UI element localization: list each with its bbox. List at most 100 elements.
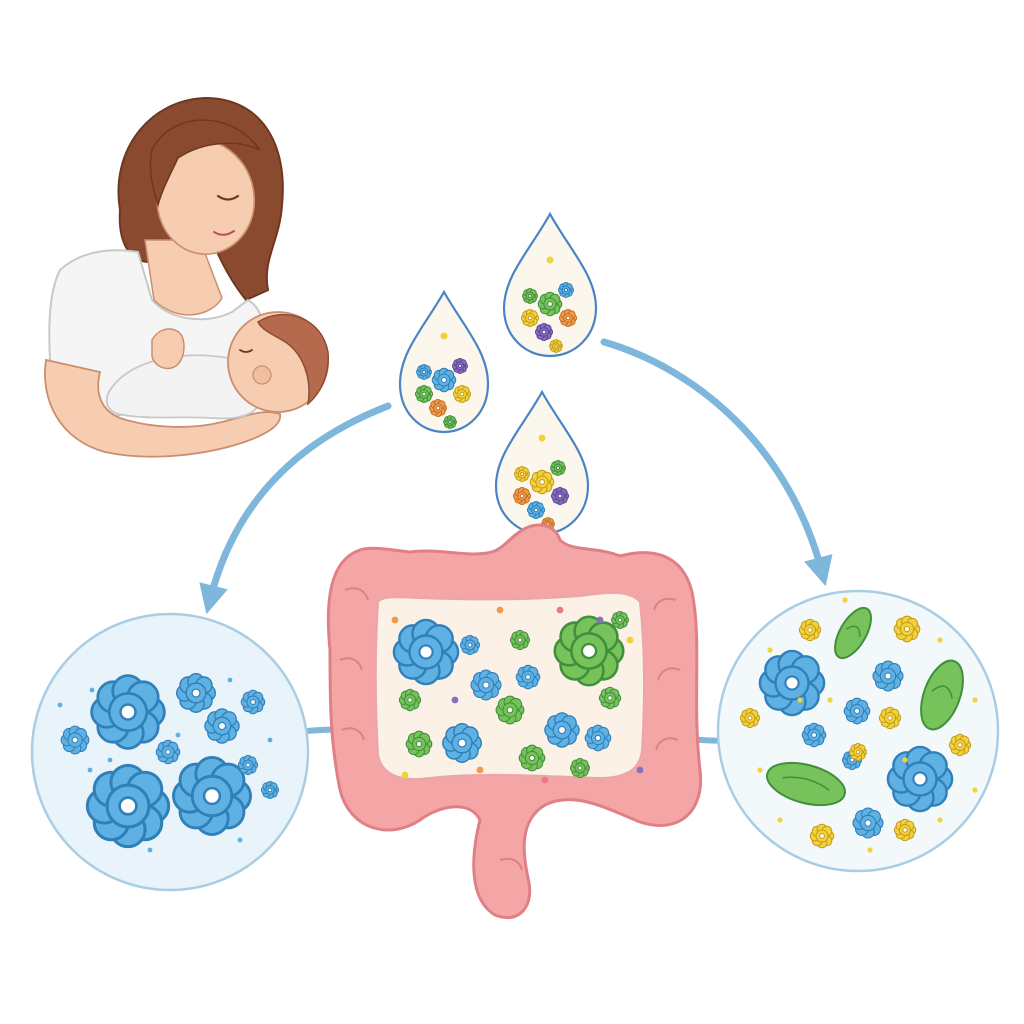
blue-microbe-icon (852, 807, 884, 839)
yellow-microbe-icon (798, 618, 822, 642)
blue-microbe-icon (758, 649, 826, 717)
particle-dot (626, 636, 634, 644)
blue-microbe-icon (240, 689, 266, 715)
blue-microbe-icon (176, 673, 216, 713)
particle-dot (57, 702, 63, 708)
green-bacterium-icon (920, 659, 964, 731)
particle-dot (972, 697, 978, 703)
milk-microbe-icon (414, 384, 434, 404)
milk-drop-icon (398, 289, 490, 434)
intestine-icon (326, 523, 703, 919)
milk-microbe-icon (428, 398, 448, 418)
particle-dot (401, 771, 409, 779)
blue-microbe-icon (470, 669, 502, 701)
particle-dot (777, 817, 783, 823)
green-microbe-icon (509, 629, 531, 651)
milk-microbe-icon (534, 322, 554, 342)
yellow-microbe-icon (809, 823, 835, 849)
particle-dot (827, 697, 833, 703)
mother-smile (213, 230, 235, 236)
blue-microbe-icon (172, 756, 252, 836)
milk-microbe-icon (452, 384, 472, 404)
particle-dot (556, 606, 564, 614)
mother-eye (216, 194, 240, 201)
milk-microbe-icon (522, 288, 538, 304)
mother-hair-front (149, 119, 261, 208)
milk-drops (398, 211, 598, 536)
particle-dot (147, 847, 153, 853)
green-microbe-icon (405, 730, 433, 758)
particle-dot (937, 817, 943, 823)
particle-dot (937, 637, 943, 643)
green-microbe-icon (553, 615, 625, 687)
blue-microbe-icon (90, 674, 166, 750)
blue-microbe-icon (544, 712, 580, 748)
particle-dot (89, 687, 95, 693)
particle-dot (546, 256, 554, 264)
milk-microbe-icon (512, 486, 532, 506)
particle-dot (147, 687, 153, 693)
particle-dot (636, 766, 644, 774)
blue-microbe-icon (886, 745, 954, 813)
particle-dot (107, 757, 113, 763)
particle-dot (476, 766, 484, 774)
yellow-microbe-icon (848, 742, 868, 762)
baby-eye (239, 349, 253, 353)
milk-microbe-icon (443, 415, 457, 429)
baby-body (105, 354, 264, 420)
drop-microbes (512, 434, 570, 531)
milk-microbe-icon (452, 358, 468, 374)
green-microbe-icon (518, 744, 546, 772)
blue-microbe-icon (459, 634, 481, 656)
milk-drop-icon (494, 389, 590, 536)
blue-microbe-icon (843, 697, 871, 725)
particle-dot (902, 757, 908, 763)
yellow-microbe-icon (893, 818, 917, 842)
particle-dot (867, 847, 873, 853)
particle-dot (391, 616, 399, 624)
blue-microbe-icon (60, 725, 90, 755)
milk-microbe-icon (529, 469, 555, 495)
particle-dot (175, 732, 181, 738)
particle-dot (440, 332, 448, 340)
milk-microbe-icon (558, 282, 574, 298)
gut-microbes (391, 606, 644, 784)
particle-dot (541, 776, 549, 784)
milk-microbe-icon (549, 339, 563, 353)
milk-microbe-icon (537, 291, 563, 317)
right-microbe-circle (716, 589, 1000, 873)
green-microbe-icon (398, 688, 422, 712)
milk-microbe-icon (550, 460, 566, 476)
blue-microbe-icon (442, 723, 482, 763)
milk-microbe-icon (526, 500, 546, 520)
particle-dot (538, 434, 546, 442)
blue-microbe-icon (584, 724, 612, 752)
blue-microbe-icon (801, 722, 827, 748)
green-microbe-icon (598, 686, 622, 710)
drop-microbes (520, 256, 578, 353)
baby-ear (252, 365, 272, 385)
particle-dot (842, 597, 848, 603)
particle-dot (972, 787, 978, 793)
mother-chest (144, 239, 223, 316)
green-bacterium-icon (766, 761, 846, 807)
baby-hair (257, 313, 329, 406)
yellow-microbe-icon (878, 706, 902, 730)
milk-microbe-icon (550, 486, 570, 506)
green-microbe-icon (569, 757, 591, 779)
particle-dot (451, 696, 459, 704)
baby-hand (151, 328, 185, 370)
milk-microbe-icon (558, 308, 578, 328)
particle-dot (267, 737, 273, 743)
green-microbe-icon (610, 610, 630, 630)
blue-microbe-icon (260, 780, 280, 800)
milk-microbe-icon (431, 367, 457, 393)
left-circle-microbes (57, 673, 280, 853)
yellow-microbe-icon (948, 733, 972, 757)
blue-microbe-icon (204, 708, 240, 744)
particle-dot (237, 837, 243, 843)
particle-dot (797, 697, 803, 703)
milk-microbe-icon (514, 466, 530, 482)
left-microbe-circle (30, 612, 310, 892)
